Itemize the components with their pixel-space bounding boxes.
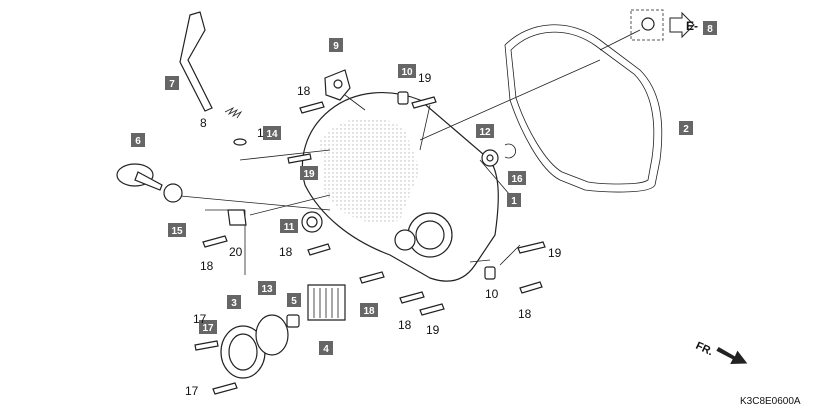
diagram-code: K3C8E0600A <box>740 396 801 407</box>
bolts <box>194 96 546 395</box>
part-3-filter-cover <box>220 325 266 379</box>
svg-text:13: 13 <box>261 284 273 295</box>
svg-text:9: 9 <box>333 41 339 52</box>
right-crankcase-cover <box>301 91 499 282</box>
svg-text:17: 17 <box>193 312 207 326</box>
svg-text:15: 15 <box>171 226 183 237</box>
svg-text:8: 8 <box>200 116 207 130</box>
svg-text:7: 7 <box>169 79 175 90</box>
svg-text:FR.: FR. <box>694 340 715 358</box>
svg-text:18: 18 <box>363 306 375 317</box>
part-16-circlip <box>504 143 517 159</box>
front-direction-arrow: FR. <box>694 340 748 365</box>
svg-text:10: 10 <box>401 67 413 78</box>
svg-text:2: 2 <box>683 124 689 135</box>
svg-text:11: 11 <box>284 222 295 233</box>
svg-text:10: 10 <box>485 287 499 301</box>
svg-text:6: 6 <box>135 136 141 147</box>
callout-boxes: 1 2 3 4 5 6 7 9 10 11 12 13 14 15 16 17 … <box>131 38 693 355</box>
gasket <box>504 24 663 193</box>
svg-text:1: 1 <box>257 126 264 140</box>
svg-text:19: 19 <box>426 323 440 337</box>
svg-text:16: 16 <box>511 174 523 185</box>
svg-text:19: 19 <box>548 246 562 260</box>
svg-text:18: 18 <box>279 245 293 259</box>
svg-text:14: 14 <box>266 129 278 140</box>
svg-text:17: 17 <box>185 384 199 398</box>
svg-text:1: 1 <box>511 196 517 207</box>
svg-text:17: 17 <box>202 323 214 334</box>
part-10-dowel-b <box>484 266 496 280</box>
part-10-dowel <box>397 91 409 105</box>
svg-text:E-: E- <box>686 19 698 33</box>
part-4-oil-filter <box>307 284 346 321</box>
part-6-oil-filler-cap <box>116 163 163 191</box>
part-7-rod <box>179 11 213 112</box>
svg-text:4: 4 <box>323 344 329 355</box>
part-8-spring <box>224 106 243 119</box>
svg-text:18: 18 <box>297 84 311 98</box>
svg-text:5: 5 <box>291 296 297 307</box>
part-13-oring <box>255 314 289 356</box>
svg-text:20: 20 <box>229 245 243 259</box>
part-20-clip <box>227 209 247 226</box>
svg-text:3: 3 <box>231 298 237 309</box>
svg-text:18: 18 <box>398 318 412 332</box>
reference-e8: E- 8 <box>630 9 717 41</box>
svg-text:18: 18 <box>518 307 532 321</box>
svg-text:19: 19 <box>418 71 432 85</box>
plain-labels: 8 1 18 19 19 19 18 18 18 18 10 20 17 17 <box>185 71 562 398</box>
svg-text:12: 12 <box>479 127 491 138</box>
part-14-oring <box>233 138 247 146</box>
part-15-oring <box>163 183 183 203</box>
svg-text:18: 18 <box>200 259 214 273</box>
svg-text:19: 19 <box>303 169 315 180</box>
part-5-spring <box>286 314 300 328</box>
svg-text:8: 8 <box>707 24 713 35</box>
